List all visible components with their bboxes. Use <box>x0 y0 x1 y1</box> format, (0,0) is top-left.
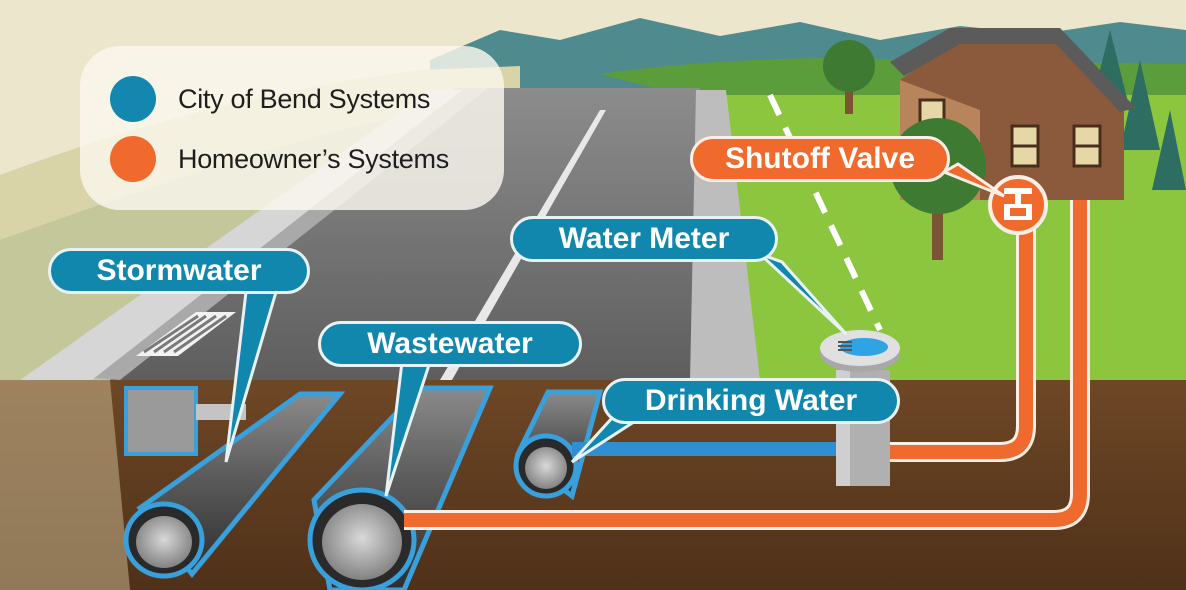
sewer-lateral-line <box>404 200 1087 527</box>
city-service-line <box>572 442 838 456</box>
blue-dot-icon <box>110 76 156 122</box>
wastewater-label: Wastewater <box>318 321 582 367</box>
legend-homeowner-label: Homeowner’s Systems <box>178 143 449 174</box>
soil-highlight <box>0 380 130 590</box>
orange-dot-icon <box>110 136 156 182</box>
stormwater-label: Stormwater <box>48 248 310 294</box>
water-meter-label: Water Meter <box>510 216 778 262</box>
dashed-property-line <box>767 93 883 332</box>
legend-item-homeowner: Homeowner’s Systems <box>110 136 449 182</box>
drinking-water-pipe <box>513 389 604 501</box>
shutoff-valve-icon <box>988 175 1048 235</box>
stormwater-pipe <box>123 391 346 579</box>
legend-city-label: City of Bend Systems <box>178 83 431 114</box>
house-supply-line <box>890 224 1033 459</box>
storm-inlet <box>124 386 246 456</box>
shutoff-valve-label: Shutoff Valve <box>690 136 950 182</box>
drinking-water-label: Drinking Water <box>602 378 900 424</box>
tree-back <box>823 40 875 114</box>
wastewater-pipe <box>307 385 494 590</box>
storm-grate <box>136 312 236 356</box>
legend: City of Bend Systems Homeowner’s Systems <box>80 46 504 210</box>
water-meter-lid <box>820 330 900 372</box>
callout-pointers <box>224 162 1005 497</box>
legend-item-city: City of Bend Systems <box>110 76 430 122</box>
